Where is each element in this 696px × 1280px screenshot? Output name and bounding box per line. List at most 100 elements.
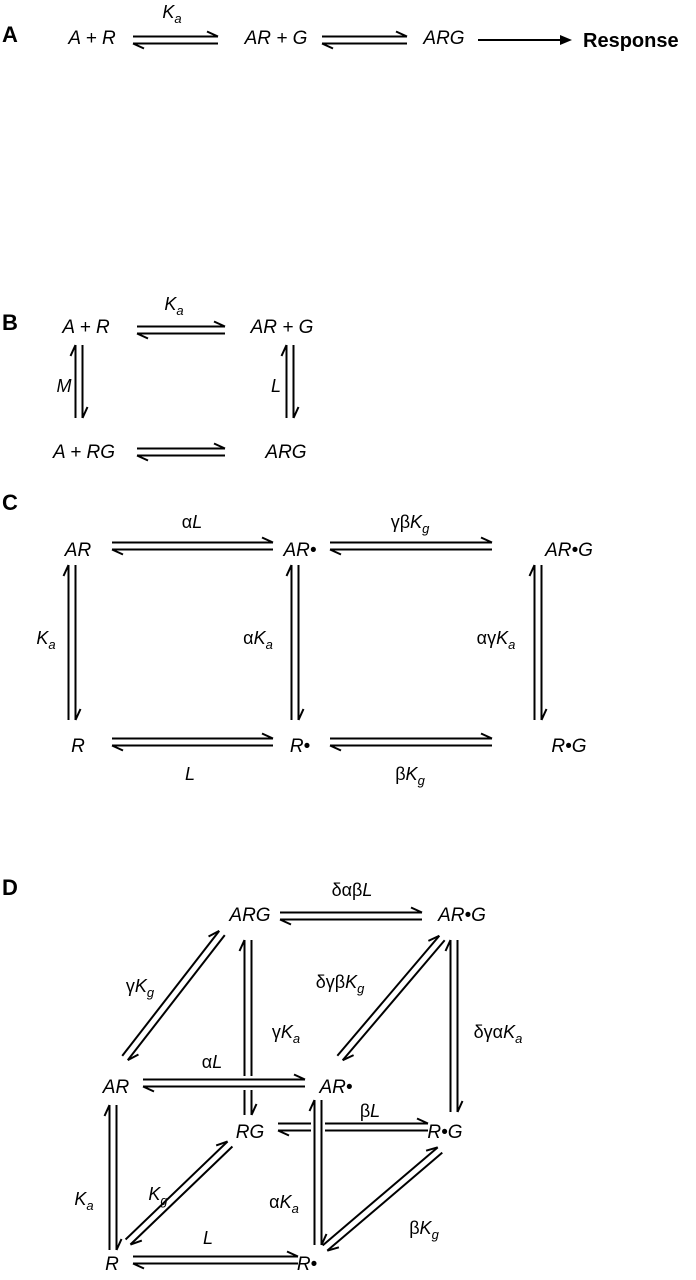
- species-ar_star_g: AR•G: [544, 540, 593, 561]
- rate-greek-prefix: α: [269, 1192, 279, 1212]
- species-a_rg: A + RG: [52, 442, 115, 463]
- equilibrium-arrow-ar-to-r: [103, 1104, 123, 1251]
- rate-greek-prefix: γβ: [391, 512, 410, 532]
- rate-symbol: L: [212, 1052, 222, 1072]
- rate-constant-alpha_l: αL: [202, 1052, 222, 1072]
- equilibrium-arrow-rg-to-r-star-g: [277, 1117, 429, 1137]
- equilibrium-arrow-ar-star-g-to-r-star-g: [528, 564, 548, 721]
- rate-constant-l: L: [185, 764, 195, 784]
- rate-subscript: a: [174, 11, 181, 26]
- rate-greek-prefix: αγ: [477, 628, 496, 648]
- species-r_star_g: R•G: [427, 1122, 462, 1143]
- species-ar: AR: [102, 1077, 130, 1098]
- species-arg: ARG: [422, 28, 464, 49]
- rate-symbol: K: [164, 294, 177, 314]
- species-ar_g: AR + G: [244, 28, 308, 49]
- panel-label-A: A: [2, 22, 18, 47]
- rate-subscript: g: [418, 773, 426, 788]
- rate-constant-gamma_beta_kg: γβKg: [391, 512, 430, 536]
- species-a_r: A + R: [67, 28, 116, 49]
- equilibrium-arrow-ar-g-to-arg: [321, 30, 408, 50]
- rate-greek-prefix: β: [395, 764, 405, 784]
- rate-subscript: g: [422, 521, 430, 536]
- rate-constant-delta_gamma_beta_kg: δγβKg: [316, 972, 365, 996]
- rate-greek-prefix: δγα: [474, 1022, 503, 1042]
- rate-constant-gamma_ka: γKa: [272, 1022, 300, 1046]
- rate-symbol: K: [281, 1022, 294, 1042]
- rate-greek-prefix: δγβ: [316, 972, 345, 992]
- rate-symbol: L: [192, 512, 202, 532]
- rate-constant-beta_l: βL: [360, 1101, 380, 1121]
- rate-greek-prefix: δαβ: [332, 880, 363, 900]
- rate-symbol: K: [36, 628, 49, 648]
- rate-symbol: K: [345, 972, 358, 992]
- rate-subscript: a: [176, 303, 183, 318]
- rate-greek-prefix: α: [243, 628, 253, 648]
- species-r_star: R•: [290, 736, 311, 757]
- rate-constant-m: M: [57, 376, 72, 396]
- rate-symbol: K: [254, 628, 267, 648]
- equilibrium-arrow-ar-star-to-ar-star-g: [329, 536, 493, 556]
- species-rg: RG: [236, 1122, 265, 1143]
- equilibrium-arrow-arg-to-ar-star-g: [279, 906, 423, 926]
- rate-symbol: K: [410, 512, 423, 532]
- rate-greek-prefix: α: [182, 512, 192, 532]
- panel-label-D: D: [2, 875, 18, 900]
- rate-symbol: K: [406, 764, 419, 784]
- rate-symbol: K: [496, 628, 509, 648]
- species-ar: AR: [64, 540, 92, 561]
- panel-label-C: C: [2, 490, 18, 515]
- rate-symbol: K: [148, 1184, 161, 1204]
- rate-constant-ka: Ka: [36, 628, 55, 652]
- rate-constant-l: L: [203, 1228, 213, 1248]
- equilibrium-arrow-ar-to-r: [62, 564, 82, 721]
- rate-greek-prefix: β: [409, 1218, 419, 1238]
- equilibrium-arrow-r-star-to-r-star-g: [329, 732, 493, 752]
- rate-greek-prefix: γ: [126, 976, 135, 996]
- rate-symbol: K: [74, 1189, 87, 1209]
- rate-symbol: K: [162, 2, 175, 22]
- rate-symbol: L: [271, 376, 281, 396]
- species-arg: ARG: [264, 442, 306, 463]
- rate-constant-l: L: [271, 376, 281, 396]
- rate-greek-prefix: α: [202, 1052, 212, 1072]
- rate-subscript: a: [292, 1201, 299, 1216]
- rate-symbol: L: [185, 764, 195, 784]
- rate-subscript: a: [86, 1198, 93, 1213]
- rate-constant-beta_kg: βKg: [395, 764, 425, 788]
- rate-symbol: K: [420, 1218, 433, 1238]
- response-arrow: [478, 35, 572, 45]
- equilibrium-arrow-ar-star-to-ar-star-g: [336, 934, 446, 1062]
- species-ar_star: AR•: [282, 540, 316, 561]
- equilibrium-arrow-ar-to-ar-star: [111, 536, 274, 556]
- equilibrium-arrow-a-r-to-ar-g: [132, 30, 219, 50]
- rate-constant-ka: Ka: [162, 2, 181, 26]
- rate-subscript: a: [508, 637, 515, 652]
- panel-label-B: B: [2, 310, 18, 335]
- equilibrium-arrow-r-to-rg: [124, 1140, 234, 1246]
- rate-constant-delta_gamma_alpha_ka: δγαKa: [474, 1022, 523, 1046]
- rate-greek-prefix: γ: [272, 1022, 281, 1042]
- rate-symbol: L: [203, 1228, 213, 1248]
- equilibrium-arrow-ar-to-ar-star: [142, 1073, 306, 1093]
- rate-subscript: a: [266, 637, 273, 652]
- equilibrium-arrow-ar-to-arg: [121, 929, 226, 1062]
- equilibrium-arrow-r-to-r-star: [111, 732, 274, 752]
- rate-constant-ka: Ka: [164, 294, 183, 318]
- species-r: R: [105, 1254, 119, 1275]
- equilibrium-arrow-r-star-to-r-star-g: [322, 1146, 443, 1252]
- rate-constant-gamma_kg: γKg: [126, 976, 155, 1000]
- rate-constant-delta_alpha_beta_l: δαβL: [332, 880, 373, 900]
- rate-constant-ka: Ka: [74, 1189, 93, 1213]
- rate-subscript: g: [432, 1227, 440, 1242]
- equilibrium-arrow-ar-star-to-r-star: [308, 1099, 328, 1246]
- species-arg: ARG: [228, 905, 270, 926]
- rate-constant-alpha_gamma_ka: αγKa: [477, 628, 516, 652]
- rate-constant-alpha_ka: αKa: [269, 1192, 299, 1216]
- species-ar_star: AR•: [318, 1077, 352, 1098]
- rate-symbol: L: [370, 1101, 380, 1121]
- rate-symbol: K: [280, 1192, 293, 1212]
- rate-greek-prefix: β: [360, 1101, 370, 1121]
- rate-symbol: K: [503, 1022, 516, 1042]
- rate-subscript: g: [160, 1193, 168, 1208]
